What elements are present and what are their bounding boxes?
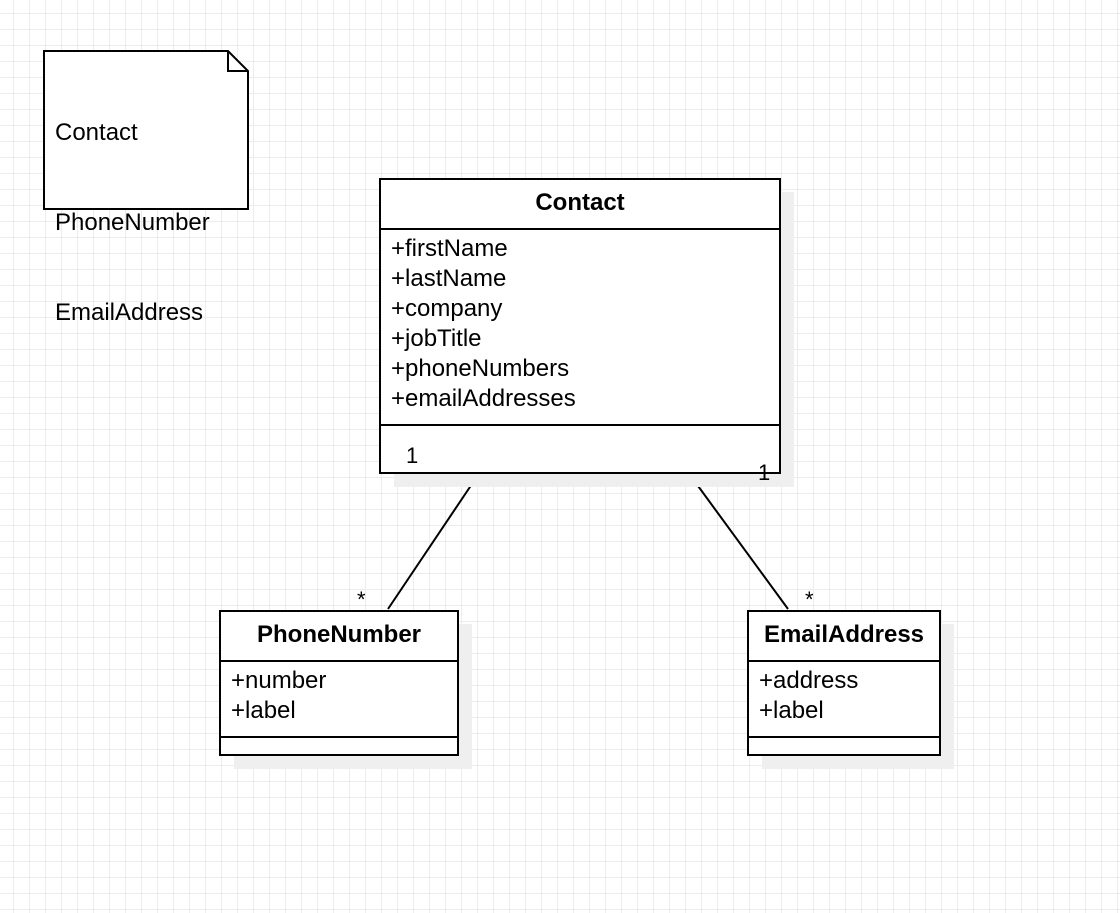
- note-shape[interactable]: [43, 50, 249, 210]
- attribute: +emailAddresses: [391, 385, 576, 412]
- association-contact-phonenumber[interactable]: [387, 474, 479, 610]
- attribute: +company: [391, 295, 503, 322]
- contact-attributes: +firstName +lastName +company +jobTitle …: [381, 230, 779, 426]
- emailaddress-class[interactable]: EmailAddress +address +label: [747, 610, 941, 756]
- attribute: +number: [231, 667, 327, 694]
- phonenumber-class-name: PhoneNumber: [221, 612, 457, 662]
- contact-class[interactable]: Contact +firstName +lastName +company +j…: [379, 178, 781, 474]
- attribute: +jobTitle: [391, 325, 482, 352]
- contact-class-name: Contact: [381, 180, 779, 230]
- attribute: +firstName: [391, 235, 508, 262]
- emailaddress-attributes: +address +label: [749, 662, 939, 738]
- note-text: Contact PhoneNumber EmailAddress: [55, 58, 210, 358]
- multiplicity-contact-email-source: 1: [758, 460, 771, 485]
- multiplicity-contact-phone-target: *: [357, 587, 366, 612]
- attribute: +label: [759, 697, 824, 724]
- note-line: Contact: [55, 119, 138, 146]
- note-line: PhoneNumber: [55, 209, 210, 236]
- multiplicity-contact-phone-source: 1: [406, 443, 419, 468]
- attribute: +phoneNumbers: [391, 355, 570, 382]
- multiplicity-contact-email-target: *: [805, 587, 814, 612]
- note-line: EmailAddress: [55, 299, 204, 326]
- attribute: +address: [759, 667, 859, 694]
- phonenumber-class[interactable]: PhoneNumber +number +label: [219, 610, 459, 756]
- attribute: +label: [231, 697, 296, 724]
- note-fold: [227, 51, 248, 72]
- emailaddress-class-name: EmailAddress: [749, 612, 939, 662]
- association-contact-emailaddress[interactable]: [689, 474, 789, 610]
- phonenumber-attributes: +number +label: [221, 662, 457, 738]
- attribute: +lastName: [391, 265, 507, 292]
